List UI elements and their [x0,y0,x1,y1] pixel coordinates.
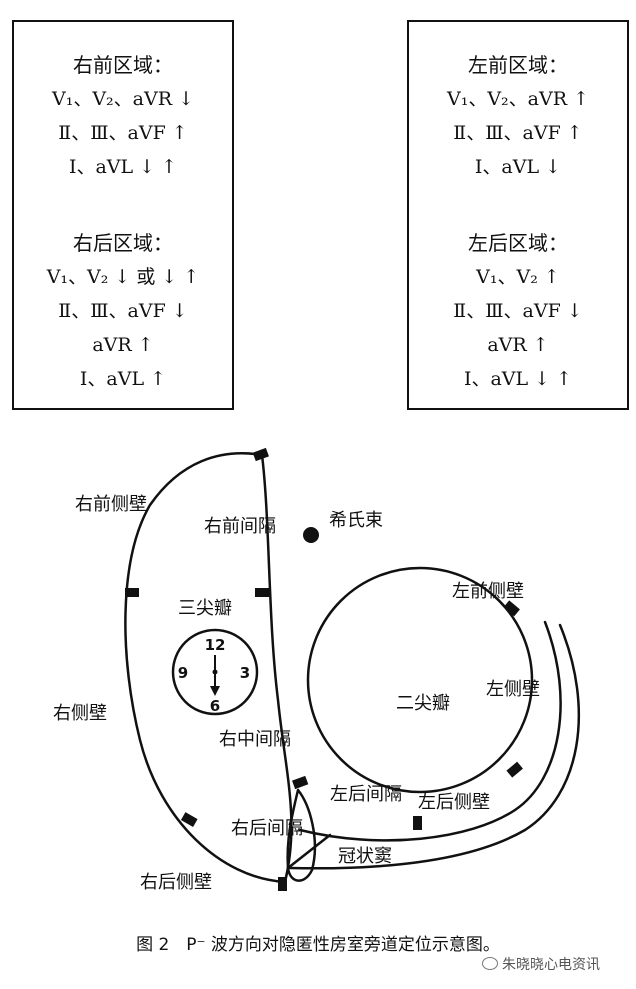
clock-3: 3 [240,664,250,682]
marker-right-posterior-septum [278,877,287,891]
marker-right-mid-septum-lower [292,776,308,789]
figure-caption: 图 2 P⁻ 波方向对隐匿性房室旁道定位示意图。 [0,930,636,955]
his-bundle-dot [303,527,319,543]
label-left-wall: 左侧壁 [486,679,540,700]
label-tricuspid: 三尖瓣 [178,598,232,619]
coronary-sinus-junction [288,835,330,868]
clock-12: 12 [205,636,226,654]
clock-6: 6 [210,697,220,715]
label-right-posterior-wall: 右后侧壁 [140,872,212,893]
marker-right-anterior-septum [253,448,269,461]
wechat-icon [482,957,498,970]
label-right-posterior-septum: 右后间隔 [231,818,303,839]
label-right-wall: 右侧壁 [53,703,107,724]
coronary-sinus-arc-outer [290,625,579,868]
label-left-posterior-septum: 左后间隔 [330,784,402,805]
clock-icon: 12 3 6 9 [173,630,257,715]
marker-left-wall [506,762,523,778]
label-mitral: 二尖瓣 [396,693,450,714]
marker-right-anterior-wall [125,588,139,597]
watermark-text: 朱晓晓心电资讯 [502,957,600,973]
label-right-anterior-septum: 右前间隔 [204,516,276,537]
label-his-bundle: 希氏束 [329,510,383,531]
label-right-mid-septum: 右中间隔 [219,729,291,750]
label-right-anterior-wall: 右前侧壁 [75,494,147,515]
marker-left-posterior-wall [413,816,422,830]
clock-9: 9 [178,664,188,682]
marker-left-anterior-wall [503,600,520,616]
marker-right-mid-septum-upper [255,588,269,597]
label-left-posterior-wall: 左后侧壁 [418,792,490,813]
watermark: 朱晓晓心电资讯 [482,954,600,974]
label-coronary-sinus: 冠状窦 [338,846,392,867]
label-left-anterior-wall: 左前侧壁 [452,581,524,602]
